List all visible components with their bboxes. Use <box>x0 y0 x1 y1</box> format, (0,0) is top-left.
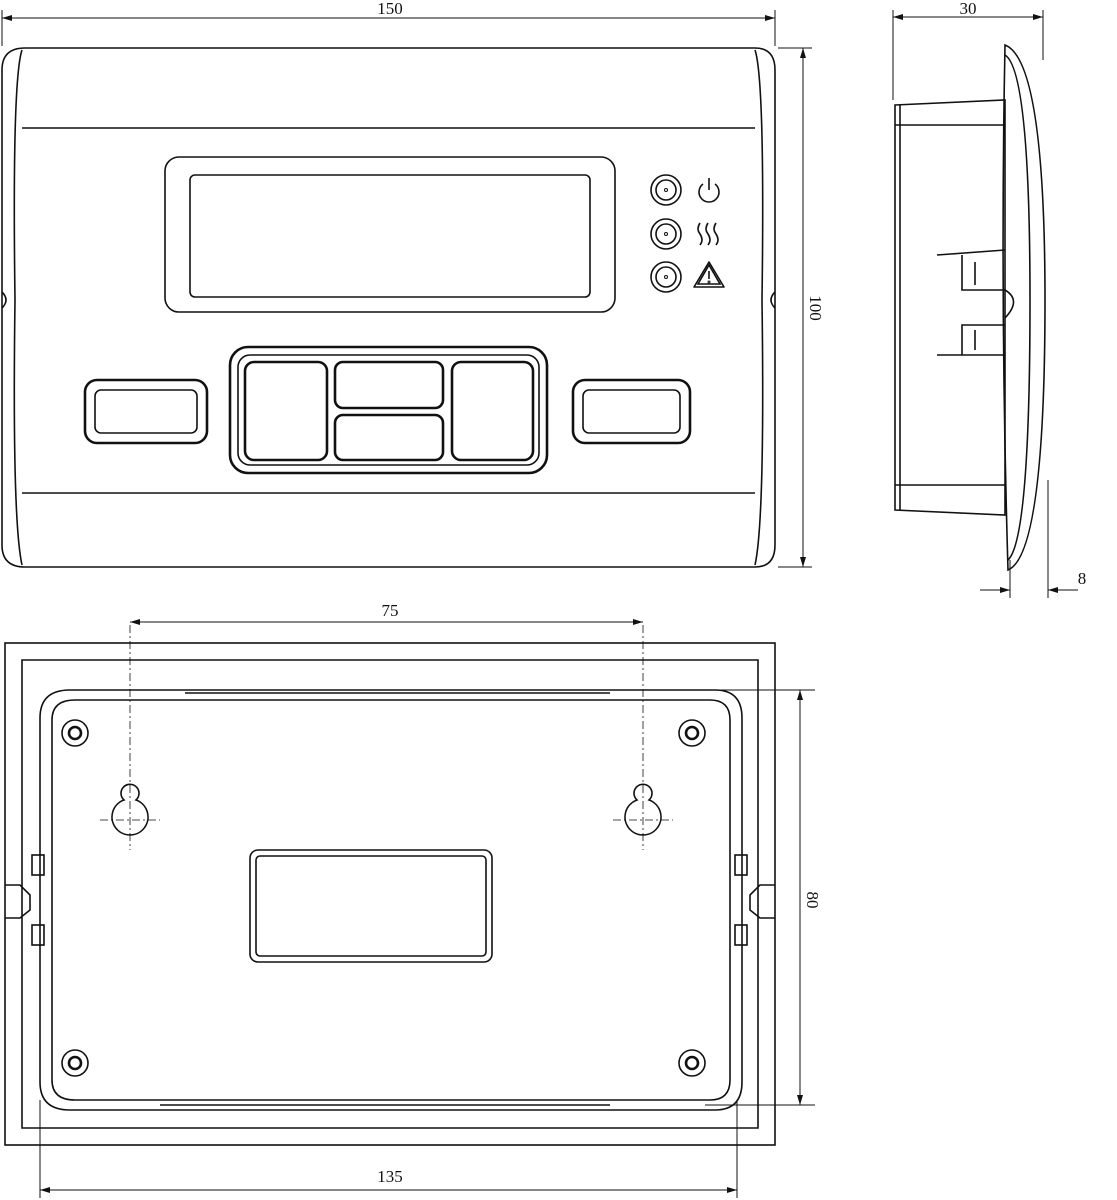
dim-depth-30: 30 <box>960 0 977 18</box>
back-view: 75 80 135 <box>4 601 822 1198</box>
left-button[interactable] <box>83 378 209 445</box>
dim-hole-spacing-75: 75 <box>382 601 399 620</box>
alarm-warning-icon <box>693 261 725 288</box>
led-heat <box>650 218 682 250</box>
keyhole-left <box>100 625 160 850</box>
led-indicators <box>650 174 725 293</box>
led-power <box>650 174 682 206</box>
rear-window <box>249 849 493 963</box>
keypad-down-button[interactable] <box>333 413 445 462</box>
dim-flange-8: 8 <box>1078 569 1087 588</box>
side-view: 30 8 <box>892 0 1087 598</box>
keypad-left-button[interactable] <box>243 360 329 462</box>
front-view: 150 100 <box>1 0 825 568</box>
dim-width-150: 150 <box>377 0 403 18</box>
right-button[interactable] <box>571 378 692 445</box>
screw-hole-bottom-right <box>678 1049 706 1077</box>
screw-hole-top-left <box>61 719 89 747</box>
keypad-up-button[interactable] <box>333 360 445 410</box>
dim-height-100: 100 <box>806 295 825 321</box>
keyhole-right <box>613 625 673 850</box>
heat-icon <box>697 222 719 246</box>
center-keypad <box>228 345 549 475</box>
led-alarm <box>650 261 682 293</box>
dim-width-135: 135 <box>377 1167 403 1186</box>
power-icon <box>698 178 720 203</box>
screw-hole-top-right <box>678 719 706 747</box>
display-window <box>164 156 616 313</box>
keypad-right-button[interactable] <box>450 360 535 462</box>
dim-height-80: 80 <box>803 892 822 909</box>
screw-hole-bottom-left <box>61 1049 89 1077</box>
